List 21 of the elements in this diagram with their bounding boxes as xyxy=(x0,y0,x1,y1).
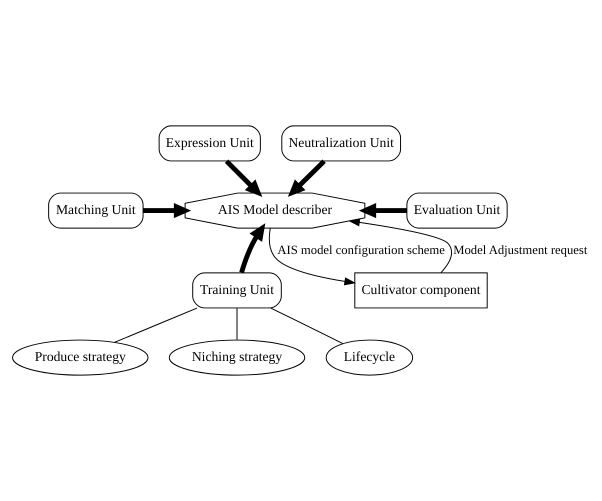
node-box: Evaluation Unit xyxy=(406,192,508,229)
arrow xyxy=(224,159,262,197)
node-box: Expression Unit xyxy=(158,125,261,162)
edge-label: AIS model configuration scheme xyxy=(277,242,445,257)
node-ellipse: Produce strategy xyxy=(12,340,149,376)
arrow xyxy=(288,159,326,197)
connector xyxy=(270,308,344,344)
arrow xyxy=(268,228,356,286)
node-box: Training Unit xyxy=(192,272,282,308)
edge-label: Model Adjustment request xyxy=(453,242,588,257)
node-ellipse: Lifecycle xyxy=(326,340,414,376)
node-ellipse: Niching strategy xyxy=(168,340,306,376)
connector xyxy=(236,308,238,340)
node-box: Cultivator component xyxy=(354,272,488,308)
connector xyxy=(114,308,198,343)
arrow xyxy=(143,203,192,218)
node-box: Neutralization Unit xyxy=(281,125,402,162)
arrow xyxy=(239,223,266,274)
node-box: Matching Unit xyxy=(48,192,144,229)
arrow xyxy=(358,203,407,218)
arrow xyxy=(348,218,452,273)
